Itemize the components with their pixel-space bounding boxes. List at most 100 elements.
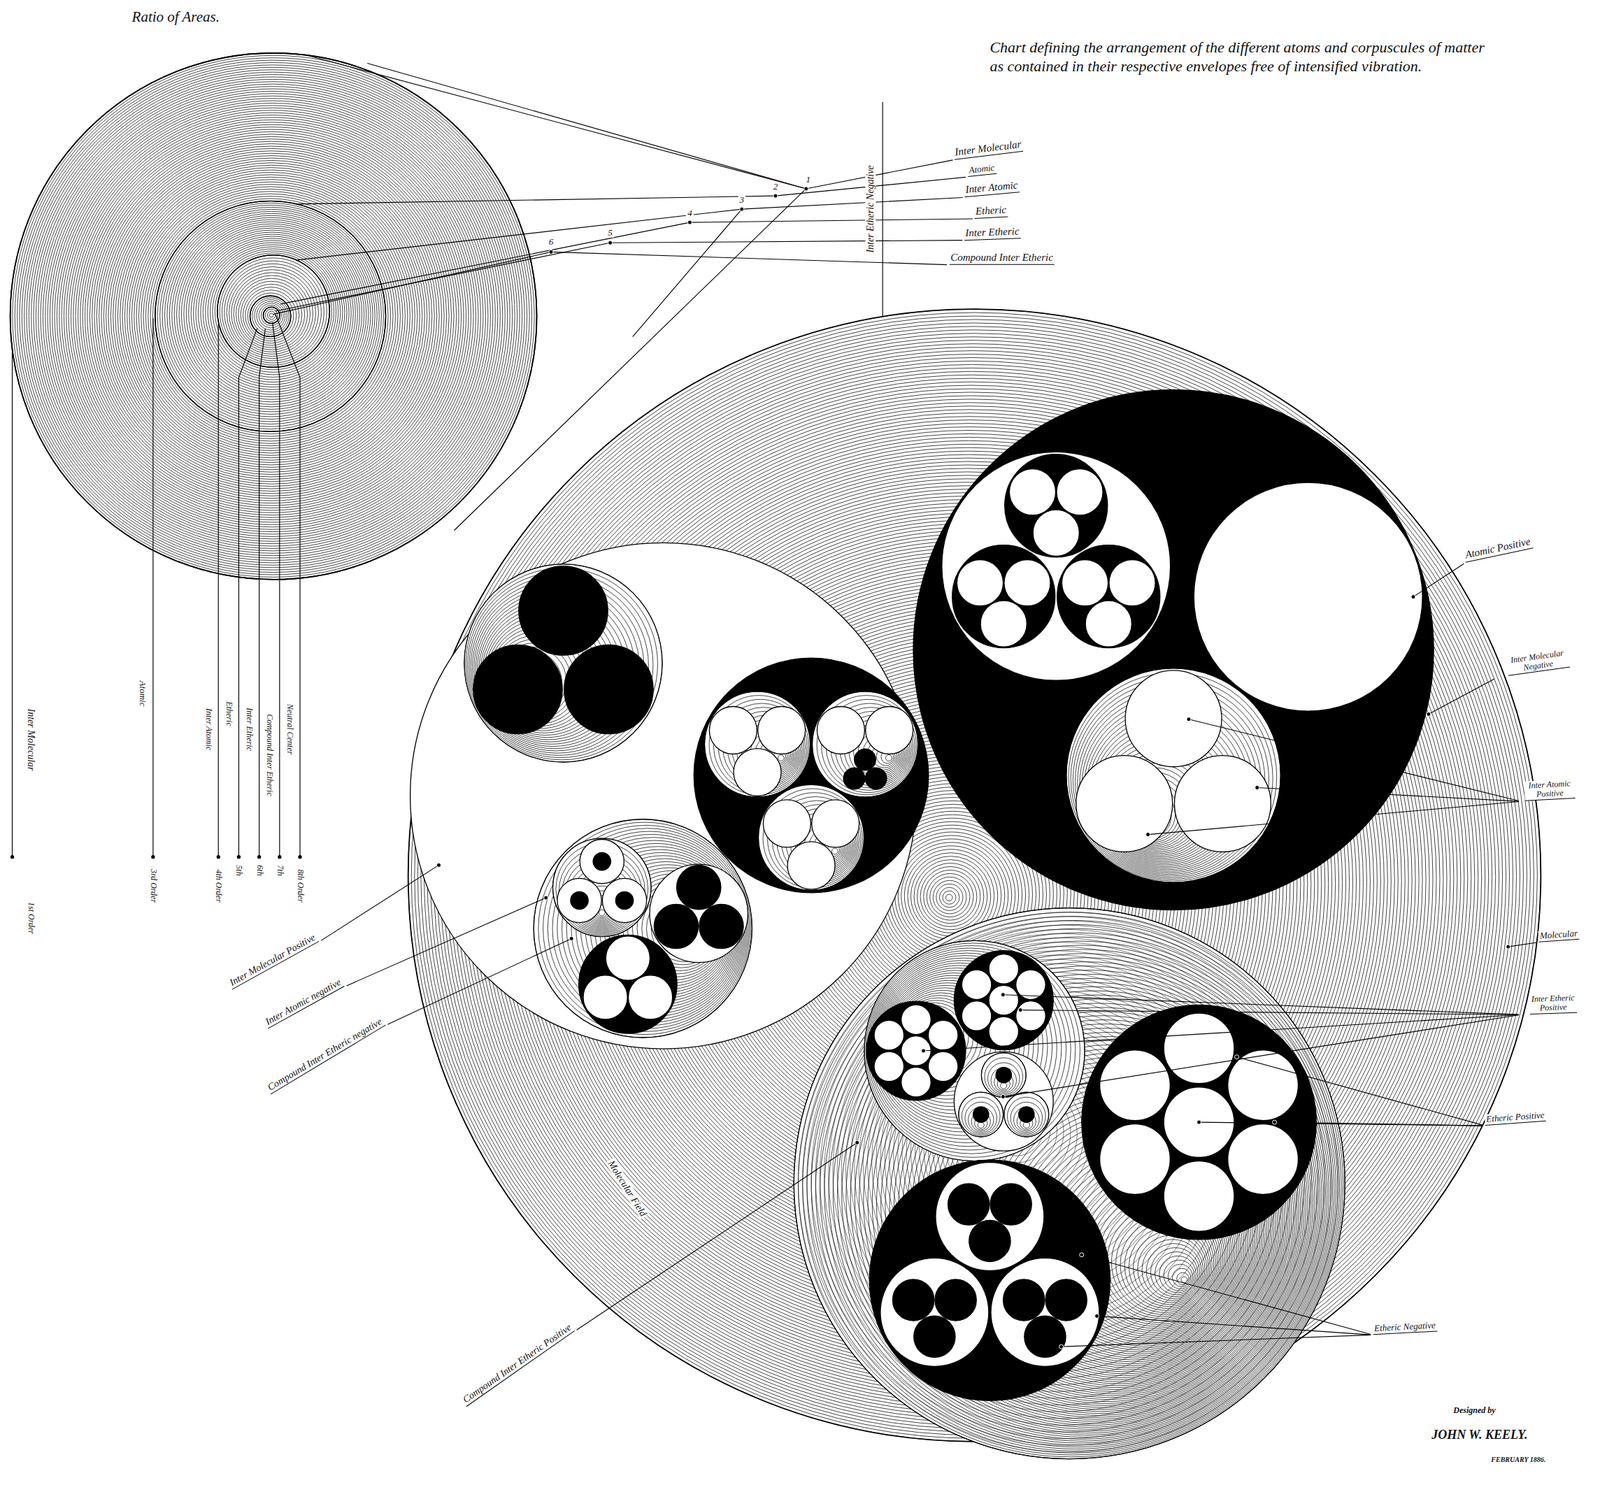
hatch-line xyxy=(87,131,457,501)
label-text: Atomic xyxy=(137,679,148,709)
black-disk xyxy=(973,1106,989,1123)
leader-dot xyxy=(921,1048,926,1054)
hatched-disk xyxy=(464,564,663,763)
ratio-figure xyxy=(10,53,538,580)
hatch-line xyxy=(233,275,310,352)
hatch-line xyxy=(35,79,510,554)
hatch-line xyxy=(70,115,473,518)
hatch-line xyxy=(863,974,1317,1428)
point-dot xyxy=(237,855,241,859)
callout-number: 1 xyxy=(804,174,812,185)
leader-line xyxy=(551,251,947,265)
ring-outline xyxy=(217,255,331,368)
leader-line xyxy=(1508,942,1538,947)
leader-dot xyxy=(1255,785,1260,790)
hatch-line xyxy=(138,184,403,449)
leader-line xyxy=(1188,719,1519,802)
ring-outline xyxy=(262,306,280,324)
white-disk xyxy=(1174,755,1271,853)
leader-dot xyxy=(687,220,692,225)
cross-hatch-line xyxy=(811,925,1319,1433)
hatch-line xyxy=(49,93,496,540)
label-text: Inter Atomic Positive xyxy=(1523,779,1575,802)
hatch-line xyxy=(1159,1255,1197,1294)
hatch-line xyxy=(31,74,516,559)
hatch-line xyxy=(17,60,530,573)
molecule-circle xyxy=(408,309,1542,1442)
hatch-line xyxy=(217,255,331,368)
signature-text: FEBRUARY 1886. xyxy=(1489,1455,1547,1463)
white-disk xyxy=(1100,1050,1171,1121)
hatch-line xyxy=(926,873,974,921)
hatch-line xyxy=(113,158,431,475)
white-disk xyxy=(762,800,811,848)
black-disk xyxy=(1004,454,1108,558)
hatch-line xyxy=(174,217,369,412)
hatch-line xyxy=(129,174,413,459)
white-disk xyxy=(1061,560,1108,607)
hatch-line xyxy=(176,219,367,410)
hatch-line xyxy=(214,253,332,370)
hatch-line xyxy=(155,200,387,432)
hatch-line xyxy=(267,311,276,320)
hatch-line xyxy=(543,825,750,1032)
hatch-line xyxy=(1000,1082,1007,1089)
hatch-line xyxy=(152,198,389,435)
label-text: 4th Order xyxy=(213,867,224,904)
signature-text: JOHN W. KEELY. xyxy=(1430,1428,1529,1443)
black-disk xyxy=(693,658,929,894)
hatch-line xyxy=(254,300,288,333)
white-disk xyxy=(961,1001,992,1032)
point-dot xyxy=(257,855,261,859)
white-disk xyxy=(1009,469,1056,516)
black-disk xyxy=(913,1316,956,1358)
hatch-line xyxy=(427,330,1521,1424)
hatch-line xyxy=(224,263,322,361)
hatch-line xyxy=(164,209,377,422)
leader-dot xyxy=(855,1140,860,1145)
hatch-line xyxy=(1163,1260,1195,1291)
hatch-line xyxy=(117,162,425,470)
hatch-line xyxy=(40,83,505,549)
white-disk xyxy=(758,706,806,755)
leader-line xyxy=(367,62,806,189)
hatch-line xyxy=(831,848,838,855)
label-text: Inter Molecular Negative xyxy=(1505,648,1570,677)
black-disk xyxy=(934,1279,977,1321)
hatch-line xyxy=(75,119,469,513)
figure-group xyxy=(10,53,1542,1460)
hatch-line xyxy=(913,860,988,934)
hatch-line xyxy=(812,691,919,798)
hatch-line xyxy=(45,88,501,545)
hatch-line xyxy=(414,316,1535,1436)
black-disk xyxy=(699,904,744,949)
black-disk xyxy=(969,1220,1011,1262)
leader-line xyxy=(1020,1010,1519,1016)
white-disk xyxy=(980,600,1027,647)
point-dot xyxy=(773,194,777,198)
white-disk xyxy=(709,706,757,755)
hatch-line xyxy=(145,191,396,442)
hatch-line xyxy=(1150,1248,1200,1298)
hatch-line xyxy=(850,962,1322,1434)
leader-dot xyxy=(1426,711,1431,717)
hatched-disk xyxy=(958,1092,1004,1138)
label-text: 7th xyxy=(274,863,284,877)
hatch-line xyxy=(52,95,494,537)
leader-dot xyxy=(1000,993,1005,998)
label-text: 8th Order xyxy=(295,867,305,904)
white-disk xyxy=(988,985,1019,1016)
hatch-line xyxy=(19,62,528,571)
label-text: Etheric xyxy=(223,700,233,728)
black-disk xyxy=(893,1279,935,1321)
leader-dot xyxy=(608,240,613,245)
white-disk xyxy=(649,864,749,963)
hatch-line xyxy=(420,323,1528,1430)
label-text: 1st Order xyxy=(25,900,35,936)
hatch-line xyxy=(1004,1092,1049,1138)
hatch-line xyxy=(939,887,960,908)
leader-line xyxy=(1061,1334,1371,1347)
white-disk xyxy=(628,975,673,1020)
white-disk xyxy=(1076,755,1173,853)
